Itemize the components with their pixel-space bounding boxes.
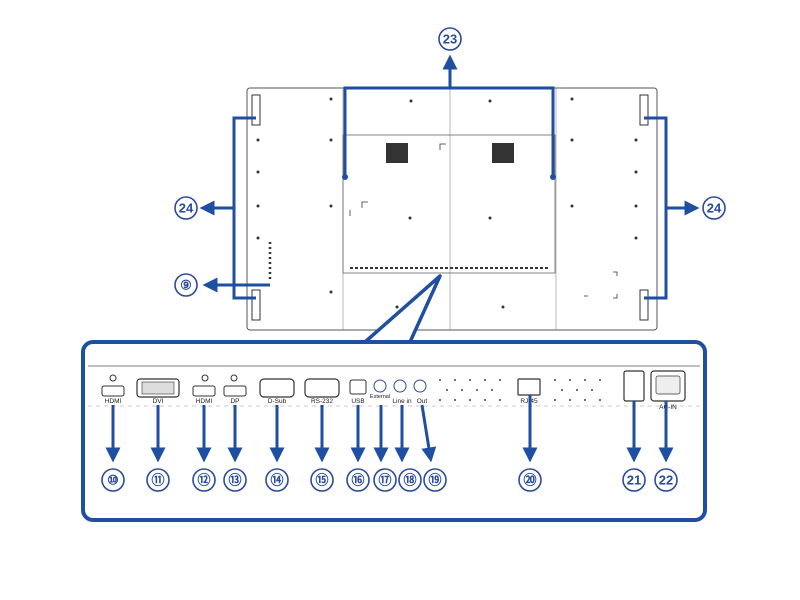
port-label-hdmi1: HDMI xyxy=(105,398,122,405)
dsub-port xyxy=(259,378,295,398)
corner-marks xyxy=(349,143,618,299)
port-label-dvi: DVI xyxy=(153,398,164,405)
port-label-dp: DP xyxy=(230,398,239,405)
connector-panel-zoom: HDMI DVI HDMI DP D-Sub RS-232 USB Extern… xyxy=(81,274,707,522)
vent-dots-left xyxy=(439,379,501,401)
callout-label-11: ⑪ xyxy=(151,473,164,488)
callout-label-14: ⑭ xyxy=(270,473,283,488)
callout-24-right: 24 xyxy=(702,196,726,220)
callout-label-13: ⑬ xyxy=(228,473,241,488)
screw-holes xyxy=(256,97,638,309)
zoom-pointer xyxy=(363,274,442,344)
callout-17: ⑰ xyxy=(373,468,397,492)
callout-12: ⑫ xyxy=(192,468,216,492)
callout-11: ⑪ xyxy=(146,468,170,492)
dvi-port-inner xyxy=(141,381,175,395)
usb-port xyxy=(349,379,367,395)
port-arrows xyxy=(105,395,674,463)
handle-bottom-left xyxy=(251,289,261,321)
port-label-ac-in: AC-IN xyxy=(659,404,677,411)
callout-label-20: ⑳ xyxy=(523,473,536,488)
rj45-port xyxy=(517,378,541,396)
hdmi1-port xyxy=(101,385,125,397)
dp-port xyxy=(223,385,247,397)
callout-9: ⑨ xyxy=(174,273,198,297)
port-label-external: External xyxy=(370,394,390,400)
callout-10: ⑩ xyxy=(101,468,125,492)
out-jack xyxy=(413,379,427,393)
callout-14: ⑭ xyxy=(265,468,289,492)
callout-label-24-right: 24 xyxy=(707,201,722,216)
callout-label-12: ⑫ xyxy=(197,473,210,488)
power-switch xyxy=(623,370,645,402)
port-label-hdmi2: HDMI xyxy=(196,398,213,405)
mount-bracket-right xyxy=(450,86,555,177)
connector-panel-frame xyxy=(81,340,707,522)
callout-24-left: 24 xyxy=(174,196,198,220)
callout-21: 21 xyxy=(622,468,646,492)
port-label-line-in: Line in xyxy=(392,398,412,405)
monitor-rear-view xyxy=(199,54,700,331)
vesa-mount-plate xyxy=(342,134,556,274)
port-label-rs232: RS-232 xyxy=(311,398,333,405)
vent-dots-right xyxy=(554,379,601,401)
callout-15: ⑮ xyxy=(310,468,334,492)
callout-label-19: ⑲ xyxy=(428,473,441,488)
callout-18: ⑱ xyxy=(398,468,422,492)
port-label-dsub: D-Sub xyxy=(268,398,287,405)
callout-label-24-left: 24 xyxy=(179,201,194,216)
hdmi2-screw xyxy=(201,374,209,382)
callout-22: 22 xyxy=(654,468,678,492)
handle-bottom-right xyxy=(639,289,649,321)
line-in-jack xyxy=(393,379,407,393)
callout-16: ⑯ xyxy=(346,468,370,492)
vent-grille-left xyxy=(386,143,408,163)
external-jack xyxy=(373,379,387,393)
callout-20: ⑳ xyxy=(518,468,542,492)
monitor-back-panel xyxy=(246,87,658,331)
dp-screw xyxy=(230,374,238,382)
port-label-out: Out xyxy=(417,398,428,405)
callout-label-10: ⑩ xyxy=(107,473,119,488)
mount-point-left xyxy=(342,174,348,180)
handle-top-left xyxy=(251,94,261,126)
callout-label-22: 22 xyxy=(659,473,673,488)
handle-top-right xyxy=(639,94,649,126)
callout-label-23: 23 xyxy=(443,32,457,47)
callout-label-15: ⑮ xyxy=(315,473,328,488)
callout-19: ⑲ xyxy=(423,468,447,492)
callout-23: 23 xyxy=(438,27,462,51)
ac-inlet-inner xyxy=(655,375,681,395)
hdmi2-port xyxy=(192,385,216,397)
mount-bracket-left xyxy=(343,86,450,177)
rs232-port xyxy=(304,378,340,398)
callout-label-17: ⑰ xyxy=(378,473,391,488)
port-label-usb: USB xyxy=(351,398,364,405)
vent-grille-right xyxy=(492,143,514,163)
callout-13: ⑬ xyxy=(223,468,247,492)
callout-label-16: ⑯ xyxy=(351,473,364,488)
callout-label-18: ⑱ xyxy=(403,473,416,488)
callout-label-21: 21 xyxy=(627,473,641,488)
hdmi1-screw xyxy=(109,374,117,382)
mount-point-right xyxy=(550,174,556,180)
callout-label-9: ⑨ xyxy=(180,278,192,293)
